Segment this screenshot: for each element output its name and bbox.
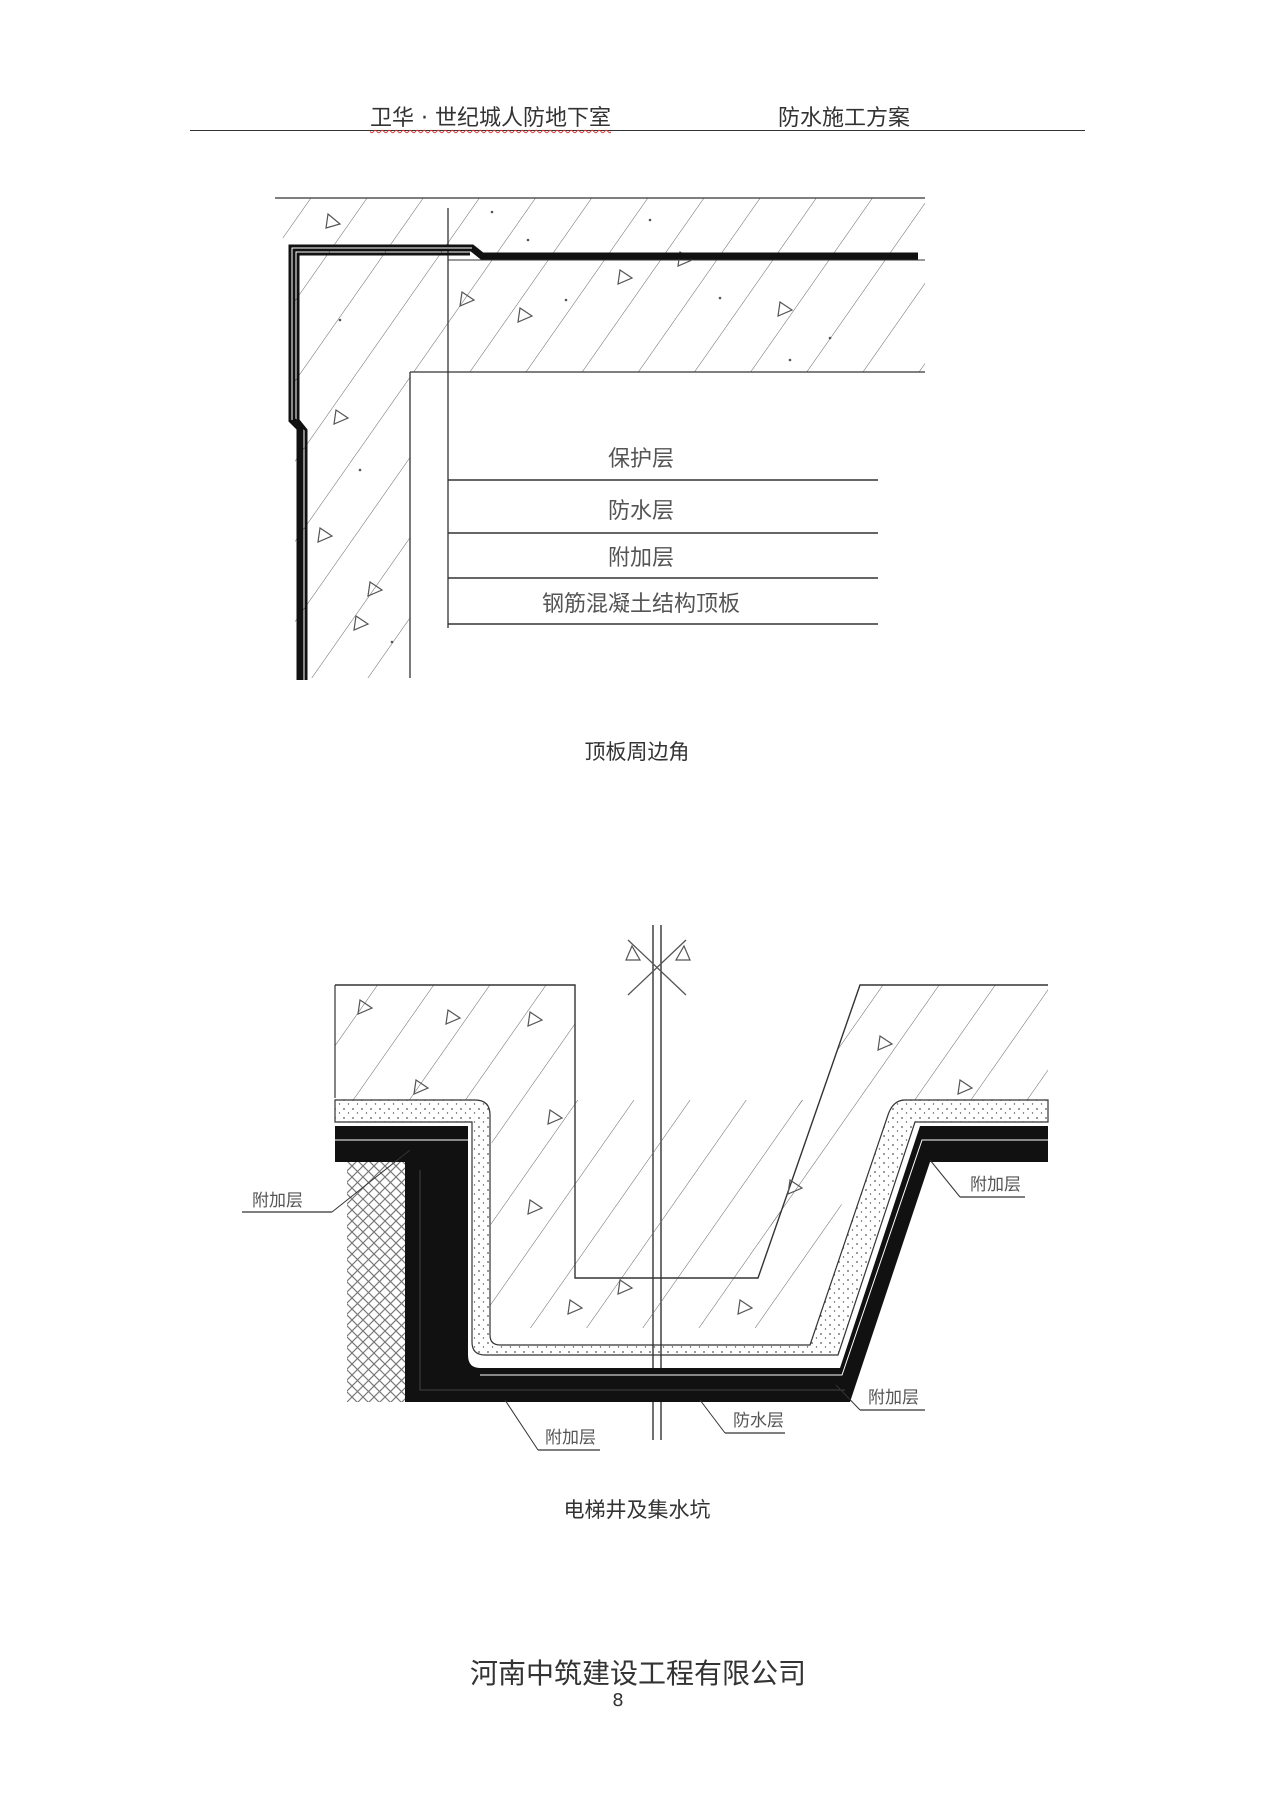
page-number: 8 bbox=[612, 1690, 624, 1711]
right-additional-label: 附加层 bbox=[970, 1175, 1021, 1195]
elevator-pit-detail bbox=[242, 925, 1049, 1451]
figure1-caption: 顶板周边角 bbox=[584, 740, 690, 764]
figure2-caption: 电梯井及集水坑 bbox=[563, 1498, 711, 1522]
roof-corner-detail bbox=[275, 197, 925, 680]
bottom-additional-label: 附加层 bbox=[545, 1428, 596, 1448]
right-lower-additional-label: 附加层 bbox=[868, 1388, 919, 1408]
left-additional-label: 附加层 bbox=[252, 1191, 303, 1211]
layer-legend-table bbox=[448, 479, 878, 625]
layer-slab-label: 钢筋混凝土结构顶板 bbox=[542, 592, 740, 617]
layer-protection-label: 保护层 bbox=[608, 447, 674, 472]
layer-additional-label: 附加层 bbox=[608, 546, 674, 571]
footer-company: 河南中筑建设工程有限公司 bbox=[469, 1657, 806, 1690]
header-project-name: 卫华 · 世纪城人防地下室 bbox=[370, 106, 611, 131]
page-header: 卫华 · 世纪城人防地下室 防水施工方案 bbox=[190, 96, 1085, 131]
layer-waterproof-label: 防水层 bbox=[608, 499, 674, 524]
header-doc-title: 防水施工方案 bbox=[778, 106, 911, 131]
bottom-waterproof-label: 防水层 bbox=[733, 1411, 784, 1431]
